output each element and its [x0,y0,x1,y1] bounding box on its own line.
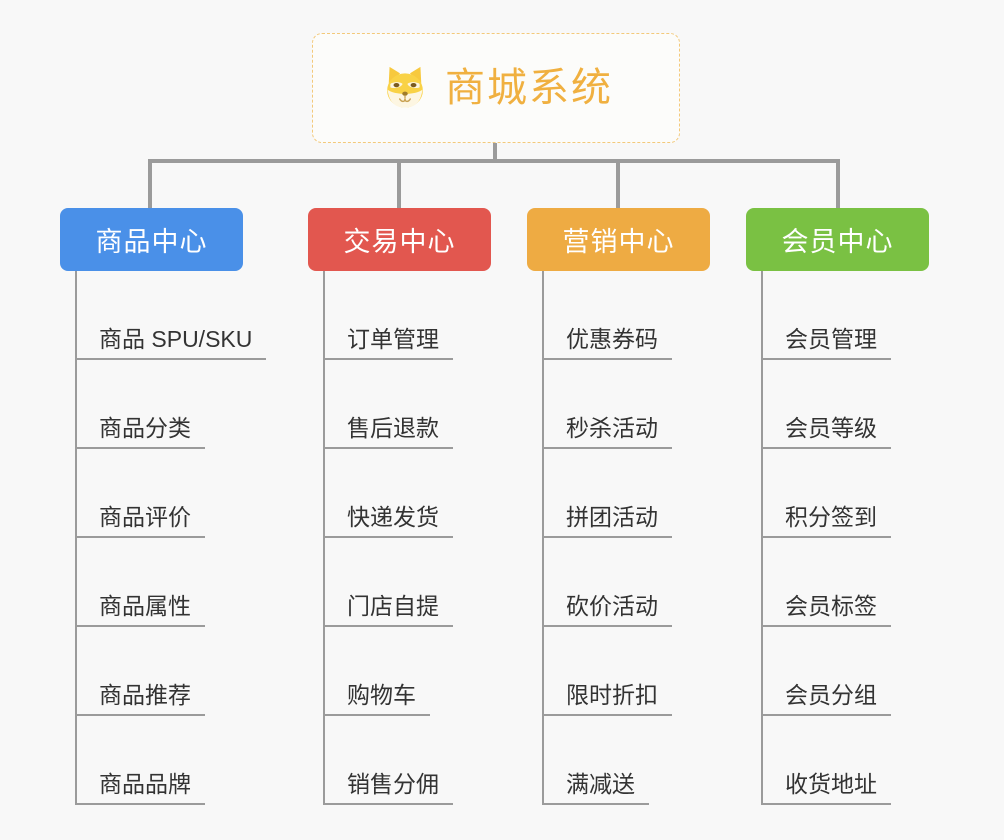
leaf-label: 商品属性 [99,592,191,619]
leaf-underline: 限时折扣 [542,682,672,716]
category-title: 商品中心 [95,227,208,257]
leaf-item[interactable]: 会员管理 [746,271,929,360]
leaf-underline: 商品分类 [75,415,205,449]
category-header-member-center[interactable]: 会员中心 [746,208,929,271]
leaf-label: 会员分组 [785,681,877,708]
leaf-underline: 满减送 [542,771,649,805]
leaf-item[interactable]: 会员标签 [746,538,929,627]
category-header-marketing-center[interactable]: 营销中心 [527,208,710,271]
leaf-underline: 拼团活动 [542,504,672,538]
leaf-underline: 收货地址 [761,771,891,805]
root-title: 商城系统 [445,66,613,110]
leaf-label: 优惠券码 [566,325,658,352]
leaf-label: 会员等级 [785,414,877,441]
category-header-trade-center[interactable]: 交易中心 [308,208,491,271]
leaf-item[interactable]: 拼团活动 [527,449,710,538]
leaf-list: 订单管理售后退款快递发货门店自提购物车销售分佣 [308,271,491,805]
leaf-underline: 销售分佣 [323,771,453,805]
category-column-marketing-center: 营销中心优惠券码秒杀活动拼团活动砍价活动限时折扣满减送 [527,208,710,805]
leaf-underline: 订单管理 [323,326,453,360]
leaf-item[interactable]: 收货地址 [746,716,929,805]
leaf-label: 商品品牌 [99,770,191,797]
leaf-underline: 快递发货 [323,504,453,538]
leaf-label: 门店自提 [347,592,439,619]
leaf-label: 收货地址 [785,770,877,797]
leaf-item[interactable]: 商品 SPU/SKU [60,271,267,360]
leaf-item[interactable]: 秒杀活动 [527,360,710,449]
leaf-label: 会员标签 [785,592,877,619]
leaf-item[interactable]: 积分签到 [746,449,929,538]
leaf-item[interactable]: 优惠券码 [527,271,710,360]
shiba-dog-icon [379,62,431,114]
leaf-item[interactable]: 商品分类 [60,360,243,449]
leaf-underline: 会员分组 [761,682,891,716]
category-header-product-center[interactable]: 商品中心 [60,208,243,271]
leaf-underline: 门店自提 [323,593,453,627]
leaf-label: 秒杀活动 [566,414,658,441]
leaf-label: 商品分类 [99,414,191,441]
leaf-label: 销售分佣 [347,770,439,797]
leaf-item[interactable]: 限时折扣 [527,627,710,716]
leaf-underline: 商品评价 [75,504,205,538]
leaf-label: 拼团活动 [566,503,658,530]
leaf-item[interactable]: 商品推荐 [60,627,243,716]
leaf-label: 砍价活动 [566,592,658,619]
category-column-trade-center: 交易中心订单管理售后退款快递发货门店自提购物车销售分佣 [308,208,491,805]
leaf-item[interactable]: 砍价活动 [527,538,710,627]
leaf-list: 优惠券码秒杀活动拼团活动砍价活动限时折扣满减送 [527,271,710,805]
leaf-item[interactable]: 商品评价 [60,449,243,538]
leaf-underline: 砍价活动 [542,593,672,627]
leaf-label: 满减送 [566,770,635,797]
leaf-underline: 购物车 [323,682,430,716]
leaf-item[interactable]: 满减送 [527,716,710,805]
leaf-item[interactable]: 会员等级 [746,360,929,449]
leaf-underline: 售后退款 [323,415,453,449]
leaf-item[interactable]: 门店自提 [308,538,491,627]
leaf-label: 购物车 [347,681,416,708]
leaf-underline: 秒杀活动 [542,415,672,449]
leaf-label: 积分签到 [785,503,877,530]
leaf-item[interactable]: 会员分组 [746,627,929,716]
leaf-list: 会员管理会员等级积分签到会员标签会员分组收货地址 [746,271,929,805]
leaf-underline: 商品 SPU/SKU [75,325,267,360]
leaf-label: 售后退款 [347,414,439,441]
root-node[interactable]: 商城系统 [312,33,680,143]
category-column-product-center: 商品中心商品 SPU/SKU 商品分类商品评价商品属性商品推荐商品品牌 [60,208,267,805]
leaf-underline: 会员标签 [761,593,891,627]
category-column-member-center: 会员中心会员管理会员等级积分签到会员标签会员分组收货地址 [746,208,929,805]
leaf-underline: 积分签到 [761,504,891,538]
leaf-underline: 优惠券码 [542,326,672,360]
leaf-label: 订单管理 [347,325,439,352]
leaf-underline: 会员管理 [761,326,891,360]
leaf-label: 快递发货 [347,503,439,530]
leaf-underline: 商品属性 [75,593,205,627]
leaf-label: 会员管理 [785,325,877,352]
leaf-item[interactable]: 购物车 [308,627,491,716]
leaf-item[interactable]: 商品品牌 [60,716,243,805]
leaf-label: 限时折扣 [566,681,658,708]
leaf-label: 商品推荐 [99,681,191,708]
leaf-item[interactable]: 商品属性 [60,538,243,627]
leaf-underline: 会员等级 [761,415,891,449]
category-title: 交易中心 [343,227,456,257]
leaf-item[interactable]: 售后退款 [308,360,491,449]
category-title: 会员中心 [781,227,894,257]
leaf-underline: 商品推荐 [75,682,205,716]
leaf-underline: 商品品牌 [75,771,205,805]
leaf-item[interactable]: 快递发货 [308,449,491,538]
leaf-label: 商品评价 [99,503,191,530]
leaf-item[interactable]: 订单管理 [308,271,491,360]
leaf-label: 商品 SPU/SKU [99,325,253,352]
leaf-item[interactable]: 销售分佣 [308,716,491,805]
category-title: 营销中心 [562,227,675,257]
leaf-list: 商品 SPU/SKU 商品分类商品评价商品属性商品推荐商品品牌 [60,271,267,805]
